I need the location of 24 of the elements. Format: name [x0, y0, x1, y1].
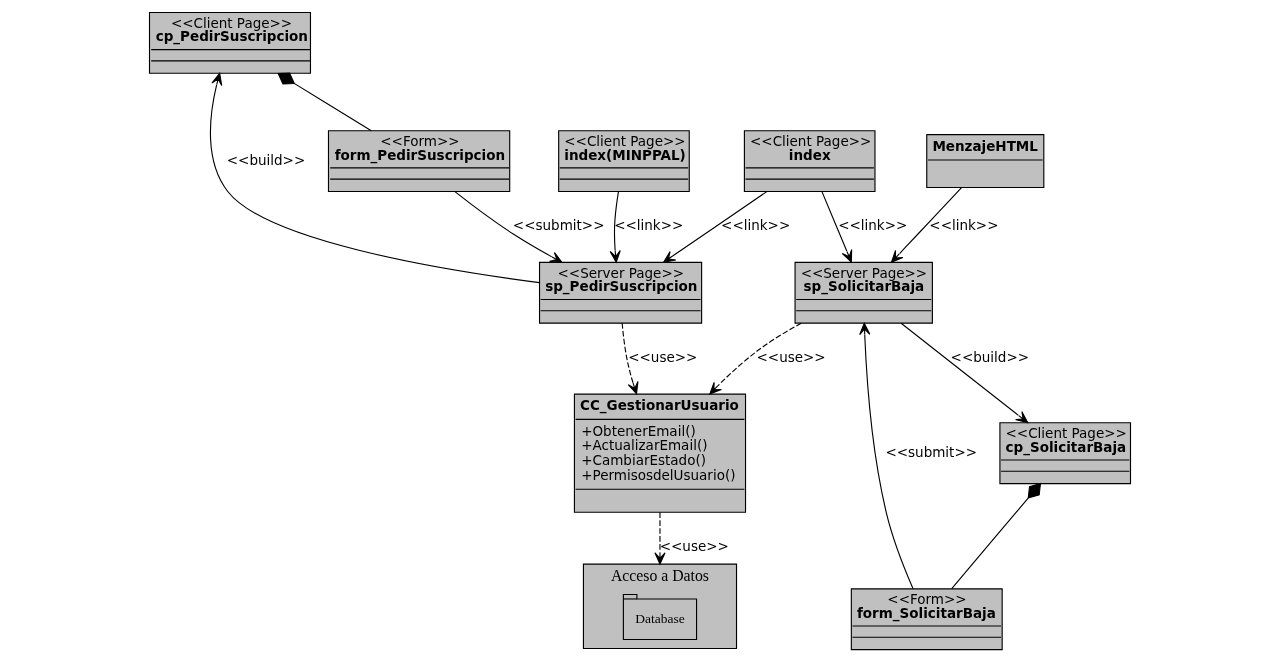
arrow [890, 187, 962, 263]
arrow [209, 72, 540, 284]
arrow [708, 322, 802, 395]
arrow [609, 191, 621, 263]
edge-label: <<use>> [627, 349, 697, 366]
edge-label: <<use>> [756, 349, 826, 366]
edge-label: <<build>> [950, 349, 1029, 366]
arrow [621, 322, 638, 395]
arrow [900, 322, 1028, 424]
connector [950, 482, 1041, 590]
arrow [653, 511, 666, 565]
edge-label: <<use>> [659, 538, 729, 555]
arrow [453, 191, 562, 263]
edge-label: <<link>> [928, 217, 998, 234]
arrow [662, 191, 767, 263]
connector [276, 72, 372, 132]
arrow [858, 322, 914, 590]
edge-label: <<link>> [837, 217, 907, 234]
edge-label: <<link>> [720, 217, 790, 234]
edge-label: <<link>> [613, 217, 683, 234]
edge-label: <<build>> [226, 151, 305, 168]
edge-label: <<submit>> [512, 217, 604, 234]
arrow [820, 191, 852, 263]
edge-label: <<submit>> [884, 443, 977, 460]
